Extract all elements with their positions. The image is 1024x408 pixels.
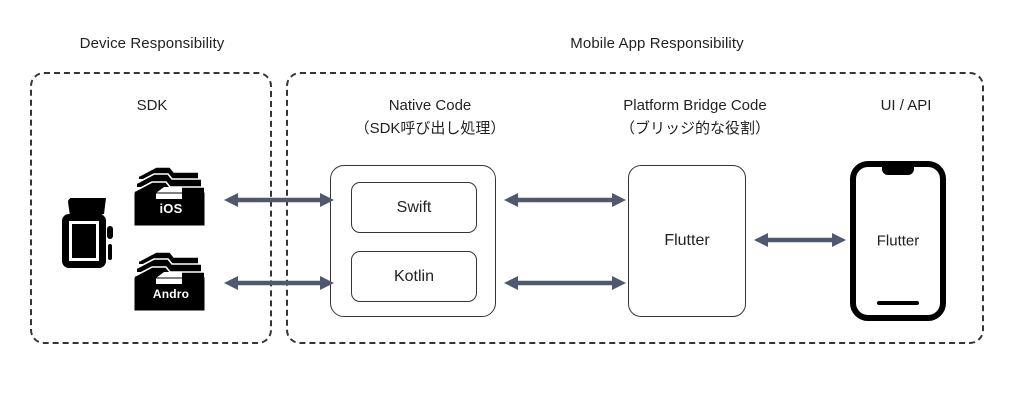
folder-ios: iOS xyxy=(134,163,208,229)
native-code-label: Native Code xyxy=(388,97,472,114)
ui-api-column-caption: UI / API xyxy=(828,94,984,117)
folder-android: Andro xyxy=(134,248,208,314)
swift-label: Swift xyxy=(396,198,432,216)
folder-stack-icon xyxy=(134,251,205,311)
ui-api-label: UI / API xyxy=(880,97,932,114)
folder-stack-icon xyxy=(134,166,205,226)
native-code-box: Swift Kotlin xyxy=(330,165,496,317)
flutter-bridge-label: Flutter xyxy=(664,232,710,249)
native-code-column-caption: Native Code （SDK呼び出し処理） xyxy=(330,94,530,141)
arrow-kotlin-to-bridge xyxy=(504,276,626,290)
platform-bridge-column-caption: Platform Bridge Code （ブリッジ的な役割） xyxy=(588,94,802,141)
kotlin-label: Kotlin xyxy=(393,267,435,285)
platform-bridge-label: Platform Bridge Code xyxy=(623,97,767,114)
flutter-app-label: Flutter xyxy=(876,232,920,250)
phone-notch-icon xyxy=(882,166,914,175)
smartwatch-icon xyxy=(62,198,113,268)
device-responsibility-region xyxy=(30,72,272,344)
arrow-ios-to-swift xyxy=(224,193,334,207)
native-code-sublabel: （SDK呼び出し処理） xyxy=(354,120,506,138)
flutter-bridge-box: Flutter xyxy=(628,165,746,317)
arrow-swift-to-bridge xyxy=(504,193,626,207)
phone-mockup: Flutter xyxy=(850,161,946,321)
phone-home-indicator-icon xyxy=(877,301,919,305)
arrow-bridge-to-ui xyxy=(754,233,846,247)
arrow-android-to-kotlin xyxy=(224,276,334,290)
platform-bridge-sublabel: （ブリッジ的な役割） xyxy=(619,120,770,138)
sdk-column-label: SDK xyxy=(136,97,168,114)
swift-box: Swift xyxy=(351,182,477,233)
mobile-app-responsibility-title: Mobile App Responsibility xyxy=(570,35,744,52)
sdk-column-caption: SDK xyxy=(66,94,238,117)
kotlin-box: Kotlin xyxy=(351,251,477,302)
device-responsibility-title: Device Responsibility xyxy=(79,35,225,52)
mobile-app-responsibility-region xyxy=(286,72,984,344)
